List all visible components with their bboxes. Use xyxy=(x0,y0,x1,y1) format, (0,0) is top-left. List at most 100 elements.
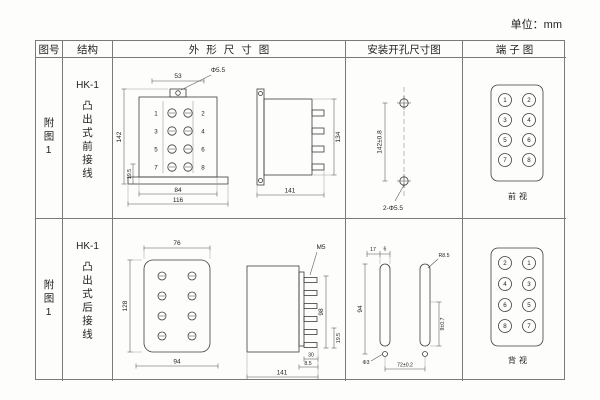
dim-134: 134 xyxy=(335,131,342,142)
pin-number: 7 xyxy=(527,323,531,330)
fig-no-label: 附图1 xyxy=(42,279,55,321)
pin-number: 6 xyxy=(503,302,507,309)
mounting-holes xyxy=(399,98,409,186)
pin-number: 7 xyxy=(503,157,507,164)
pin-number: 2 xyxy=(503,260,507,267)
pin-number: 3 xyxy=(503,117,507,124)
model-label: HK-1 xyxy=(76,241,99,252)
terminal-number: 5 xyxy=(154,147,158,154)
terminal-number: 3 xyxy=(154,129,158,136)
pin-number: 5 xyxy=(527,302,531,309)
side-view-body xyxy=(256,88,324,186)
terminal-pin-numbers: 2 4 6 8 1 3 5 7 xyxy=(503,260,531,330)
dim-76: 76 xyxy=(173,240,181,247)
fig-no-cell-row1: 附图1 xyxy=(36,58,63,219)
dim-94: 94 xyxy=(173,359,181,366)
fig-no-label: 附图1 xyxy=(42,117,55,159)
terminal-cell-row2: 2 4 6 8 1 3 5 7 背视 xyxy=(463,219,566,381)
dim-94: 94 xyxy=(357,305,364,313)
drawing-table: 图号 结构 外形尺寸图 安装开孔尺寸图 端子图 附图1 HK-1 凸出式前接线 xyxy=(35,40,566,381)
centerlines-and-dims xyxy=(382,87,411,202)
dimension-lines xyxy=(362,251,442,372)
terminal-cell-row1: 1 3 5 7 2 4 6 8 前视 xyxy=(463,58,566,219)
structure-label: 凸出式后接线 xyxy=(81,261,93,342)
dim-142-tolerance: 142±0.8 xyxy=(377,130,384,154)
header-outline: 外形尺寸图 xyxy=(113,41,346,58)
mounting-drawing-rear-wiring: 17 6 R8.5 94 9±0.7 72±0.2 Φ3 xyxy=(357,247,450,372)
dimension-lines xyxy=(127,245,336,380)
terminal-number: 6 xyxy=(201,147,205,154)
view-label: 前视 xyxy=(508,191,530,201)
mounting-cell-row1: 142±0.8 2-Φ5.5 xyxy=(346,58,463,219)
terminal-pin-numbers: 1 3 5 7 2 4 6 8 xyxy=(503,97,531,164)
dim-19-5: 19.5 xyxy=(336,333,342,343)
terminal-block-outline xyxy=(490,84,543,182)
terminal-diagram-front-view: 1 3 5 7 2 4 6 8 前视 xyxy=(490,84,543,201)
structure-label: 凸出式前接线 xyxy=(81,100,93,181)
dim-6: 6 xyxy=(384,247,387,253)
pin-number: 4 xyxy=(527,117,531,124)
dim-141: 141 xyxy=(284,188,295,195)
mounting-cell-row2: 17 6 R8.5 94 9±0.7 72±0.2 Φ3 xyxy=(346,219,463,381)
structure-cell-row1: HK-1 凸出式前接线 xyxy=(63,58,113,219)
dim-r8-5: R8.5 xyxy=(439,253,450,259)
outline-cell-row2: 76 128 94 M5 98 19.5 30 8.5 141 xyxy=(113,219,346,381)
dimension-labels: 76 128 94 M5 98 19.5 30 8.5 141 xyxy=(122,240,342,377)
model-label: HK-1 xyxy=(76,80,99,91)
screw-slot-marks xyxy=(168,112,191,168)
dim-30: 30 xyxy=(308,353,314,359)
pin-number: 8 xyxy=(503,323,507,330)
terminal-block-outline xyxy=(490,247,543,347)
dim-19-5: 19.5 xyxy=(127,169,133,179)
dim-9-tolerance: 9±0.7 xyxy=(440,317,446,330)
pin-number: 6 xyxy=(527,137,531,144)
dimension-labels: 142±0.8 2-Φ5.5 xyxy=(377,130,404,212)
view-label: 背视 xyxy=(508,355,530,365)
holes-callout: 2-Φ5.5 xyxy=(383,205,403,212)
outline-cell-row1: 1 2 3 4 5 6 7 8 xyxy=(113,58,346,219)
terminal-number: 4 xyxy=(201,129,205,136)
dim-53: 53 xyxy=(174,73,182,80)
terminal-number: 1 xyxy=(154,111,158,118)
dim-8-5: 8.5 xyxy=(304,361,311,367)
outline-drawing-rear-wiring: 76 128 94 M5 98 19.5 30 8.5 141 xyxy=(122,240,342,380)
pin-number: 5 xyxy=(503,137,507,144)
side-view-body xyxy=(246,265,317,353)
front-view-body xyxy=(127,88,228,185)
terminal-numbers: 1 2 3 4 5 6 7 8 xyxy=(154,111,205,172)
dim-142: 142 xyxy=(116,131,123,142)
dim-98: 98 xyxy=(318,308,325,316)
dim-128: 128 xyxy=(122,300,129,311)
pin-number: 1 xyxy=(503,97,507,104)
outline-drawing-front-wiring: 1 2 3 4 5 6 7 8 xyxy=(116,67,342,207)
header-terminal: 端子图 xyxy=(463,41,566,58)
dimension-labels: 53 Φ5.5 142 19.5 84 116 134 141 xyxy=(116,67,342,204)
dim-phi5-5: Φ5.5 xyxy=(210,67,225,74)
pin-number: 1 xyxy=(527,260,531,267)
screw-cross-marks xyxy=(158,275,195,337)
terminal-number: 7 xyxy=(154,165,158,172)
mounting-slots xyxy=(379,263,431,357)
header-mounting: 安装开孔尺寸图 xyxy=(346,41,463,58)
fig-no-cell-row2: 附图1 xyxy=(36,219,63,381)
dim-84: 84 xyxy=(174,187,182,194)
dim-m5: M5 xyxy=(316,244,325,251)
dim-116: 116 xyxy=(172,197,183,204)
dim-72-tolerance: 72±0.2 xyxy=(397,363,413,369)
terminal-number: 8 xyxy=(201,165,205,172)
dimension-lines xyxy=(121,74,336,207)
header-structure: 结构 xyxy=(63,41,113,58)
mounting-drawing-front-wiring: 142±0.8 2-Φ5.5 xyxy=(377,87,411,212)
dimension-labels: 17 6 R8.5 94 9±0.7 72±0.2 Φ3 xyxy=(357,247,450,369)
unit-label: 单位：mm xyxy=(510,19,562,31)
dim-141: 141 xyxy=(276,370,287,377)
dim-17: 17 xyxy=(370,247,376,253)
terminal-number: 2 xyxy=(201,111,205,118)
front-view-body xyxy=(143,259,210,353)
pin-number: 4 xyxy=(503,281,507,288)
structure-cell-row2: HK-1 凸出式后接线 xyxy=(63,219,113,381)
dim-phi3: Φ3 xyxy=(362,360,369,366)
pin-number: 8 xyxy=(527,157,531,164)
pin-number: 3 xyxy=(527,281,531,288)
